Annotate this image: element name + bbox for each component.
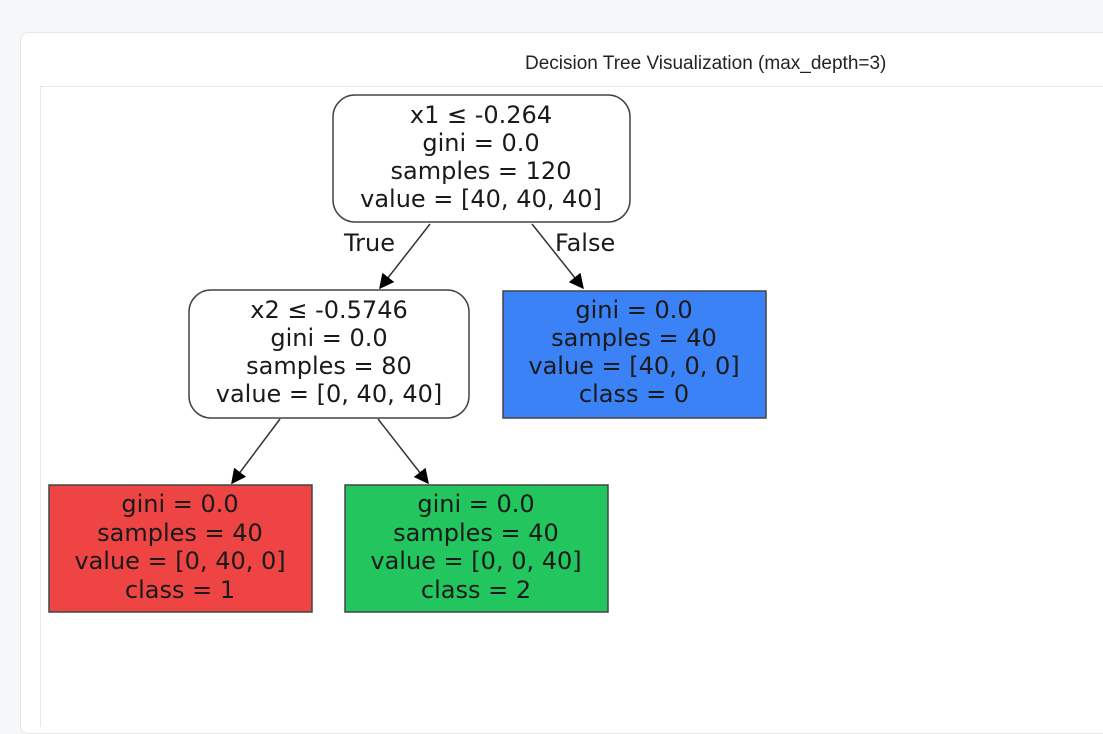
left-samples-label: samples = 80 xyxy=(246,352,412,380)
edge-left-leftleft xyxy=(231,418,281,485)
edge-label-false: False xyxy=(555,229,615,257)
right-gini-label: gini = 0.0 xyxy=(575,296,692,324)
leftright-value-label: value = [0, 0, 40] xyxy=(370,547,581,575)
left-gini-label: gini = 0.0 xyxy=(270,324,387,352)
right-class-label: class = 0 xyxy=(579,380,689,408)
decision-tree-diagram: True False x1 ≤ -0.264 gini = 0.0 sample… xyxy=(48,94,767,613)
tree-node-root: x1 ≤ -0.264 gini = 0.0 samples = 120 val… xyxy=(332,94,631,223)
tree-leaf-class-2: gini = 0.0 samples = 40 value = [0, 0, 4… xyxy=(344,484,609,613)
leftleft-value-label: value = [0, 40, 0] xyxy=(74,547,285,575)
chart-title: Decision Tree Visualization (max_depth=3… xyxy=(525,53,887,74)
edge-left-leftright xyxy=(377,418,429,485)
right-value-label: value = [40, 0, 0] xyxy=(528,352,739,380)
leftleft-class-label: class = 1 xyxy=(125,576,235,604)
leftright-class-label: class = 2 xyxy=(421,576,531,604)
tree-node-left: x2 ≤ -0.5746 gini = 0.0 samples = 80 val… xyxy=(188,289,470,419)
root-split-label: x1 ≤ -0.264 xyxy=(410,101,552,129)
edge-root-left xyxy=(379,223,431,290)
root-samples-label: samples = 120 xyxy=(391,157,572,185)
root-gini-label: gini = 0.0 xyxy=(422,129,539,157)
root-value-label: value = [40, 40, 40] xyxy=(360,185,602,213)
leftleft-gini-label: gini = 0.0 xyxy=(121,490,238,518)
tree-leaf-class-1: gini = 0.0 samples = 40 value = [0, 40, … xyxy=(48,484,313,613)
leftleft-samples-label: samples = 40 xyxy=(97,519,263,547)
edge-label-true: True xyxy=(343,229,395,257)
tree-leaf-class-0: gini = 0.0 samples = 40 value = [40, 0, … xyxy=(502,290,767,419)
leftright-samples-label: samples = 40 xyxy=(393,519,559,547)
left-value-label: value = [0, 40, 40] xyxy=(216,380,443,408)
right-samples-label: samples = 40 xyxy=(551,324,717,352)
left-split-label: x2 ≤ -0.5746 xyxy=(250,296,407,324)
leftright-gini-label: gini = 0.0 xyxy=(417,490,534,518)
edge-root-right xyxy=(531,223,584,290)
